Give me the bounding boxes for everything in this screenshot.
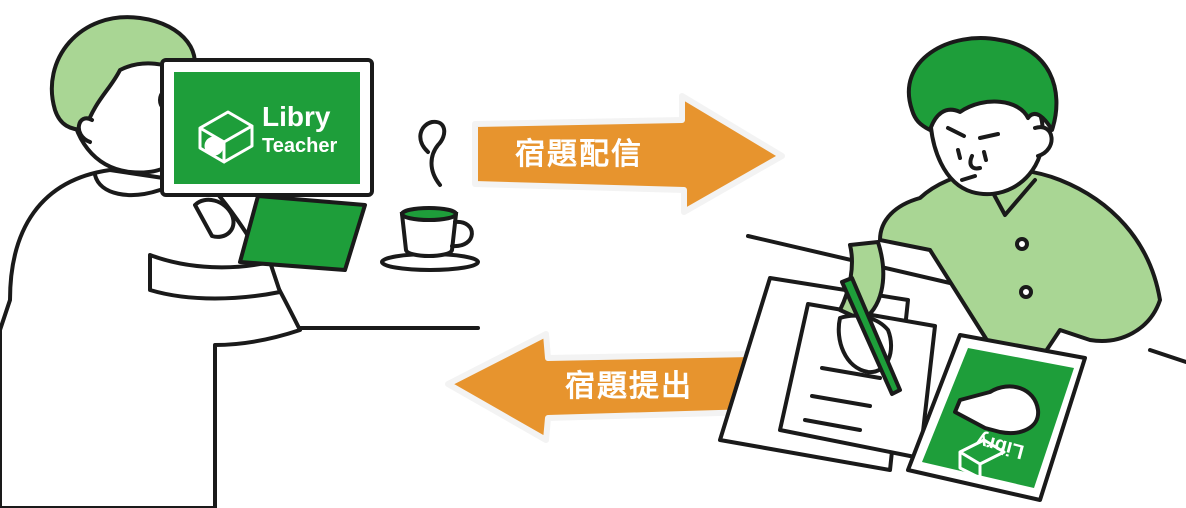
student-desk-edge-right <box>1148 348 1186 364</box>
student-figure <box>746 36 1186 364</box>
assign-arrow-label: 宿題配信 <box>515 137 643 172</box>
student-hand-right <box>953 384 1041 435</box>
laptop-base <box>238 194 367 272</box>
notebook-line-3 <box>803 418 862 432</box>
tablet-logo-icon <box>958 438 1006 480</box>
steam-icon <box>418 119 447 187</box>
student-nose <box>968 154 982 171</box>
pencil-icon <box>840 276 902 396</box>
student-brow-left <box>946 126 966 138</box>
shirt-button-2 <box>1019 285 1033 299</box>
coffee-cup <box>380 119 480 272</box>
assign-arrow: 宿題配信 <box>472 93 785 215</box>
laptop-logo-line1: Libry <box>262 101 331 132</box>
libry-logo-icon <box>198 110 254 164</box>
laptop-logo-line2: Teacher <box>262 135 337 157</box>
cup-handle <box>450 219 474 249</box>
teacher-arm <box>148 253 282 301</box>
notebook-line-2 <box>810 394 872 408</box>
teacher-collar <box>93 173 162 197</box>
student-eye-right <box>982 150 988 162</box>
laptop: Libry Teacher <box>160 58 374 272</box>
student-mouth <box>960 174 977 182</box>
student-ear <box>1033 125 1054 158</box>
submit-arrow-label: 宿題提出 <box>565 369 693 404</box>
coffee-surface <box>400 206 458 222</box>
cup-body <box>399 212 459 258</box>
tablet: Libry <box>906 333 1087 502</box>
student-writing-hand <box>836 240 902 396</box>
shirt-button-1 <box>1015 237 1029 251</box>
teacher-hand-left <box>193 197 236 239</box>
laptop-screen <box>174 72 360 184</box>
notebook <box>718 276 937 472</box>
submit-arrow: 宿題提出 <box>445 331 755 443</box>
student-brow-right <box>978 132 1000 140</box>
student-eye-left <box>956 148 962 160</box>
student-hair <box>906 36 1059 132</box>
assign-arrow-shape <box>472 93 785 215</box>
notebook-line-1 <box>820 366 882 380</box>
teacher-ear <box>77 116 94 144</box>
submit-arrow-shape <box>445 331 755 443</box>
